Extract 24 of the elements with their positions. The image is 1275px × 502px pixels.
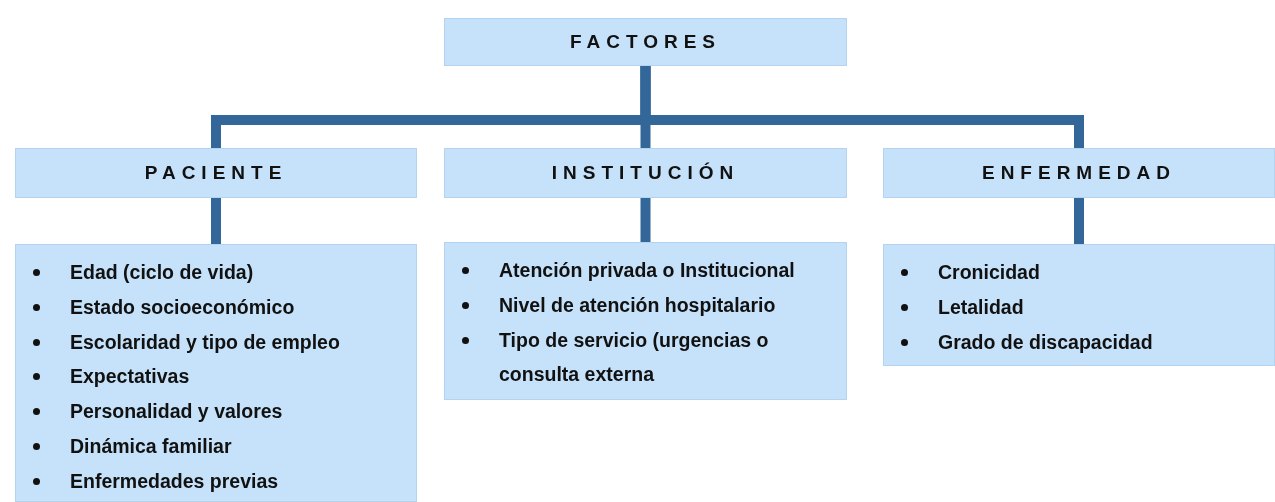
list-panel	[15, 244, 417, 502]
list-item-text: Atención privada o Institucional	[499, 259, 795, 281]
header-box: PACIENTE	[15, 148, 417, 198]
connector-line	[640, 198, 651, 242]
connector-line	[640, 66, 1084, 148]
list-item-text: Dinámica familiar	[70, 435, 232, 457]
list-item-text: Cronicidad	[938, 261, 1040, 283]
list-item-text: Tipo de servicio (urgencias o consulta externa	[499, 328, 769, 386]
connector-line	[211, 198, 221, 244]
list-item-text: Escolaridad y tipo de empleo	[70, 330, 340, 353]
list-item-text: Nivel de atención hospitalario	[499, 293, 776, 316]
list-item-text: Enfermedades previas	[70, 469, 279, 492]
list-item-text: Grado de discapacidad	[938, 330, 1153, 353]
header-box: FACTORES	[444, 18, 847, 66]
list-item-text: Personalidad y valores	[70, 400, 283, 423]
connector-line	[1074, 198, 1084, 244]
list-item-text: Letalidad	[938, 295, 1024, 318]
list-panel	[883, 244, 1275, 366]
list-item-text: Estado socioeconómico	[70, 295, 295, 318]
header-box: INSTITUCIÓN	[444, 148, 847, 198]
list-item-text: Expectativas	[70, 365, 190, 388]
list-panel	[444, 242, 847, 400]
header-box: ENFERMEDAD	[883, 148, 1275, 198]
list-item-text: Edad (ciclo de vida)	[70, 261, 254, 283]
